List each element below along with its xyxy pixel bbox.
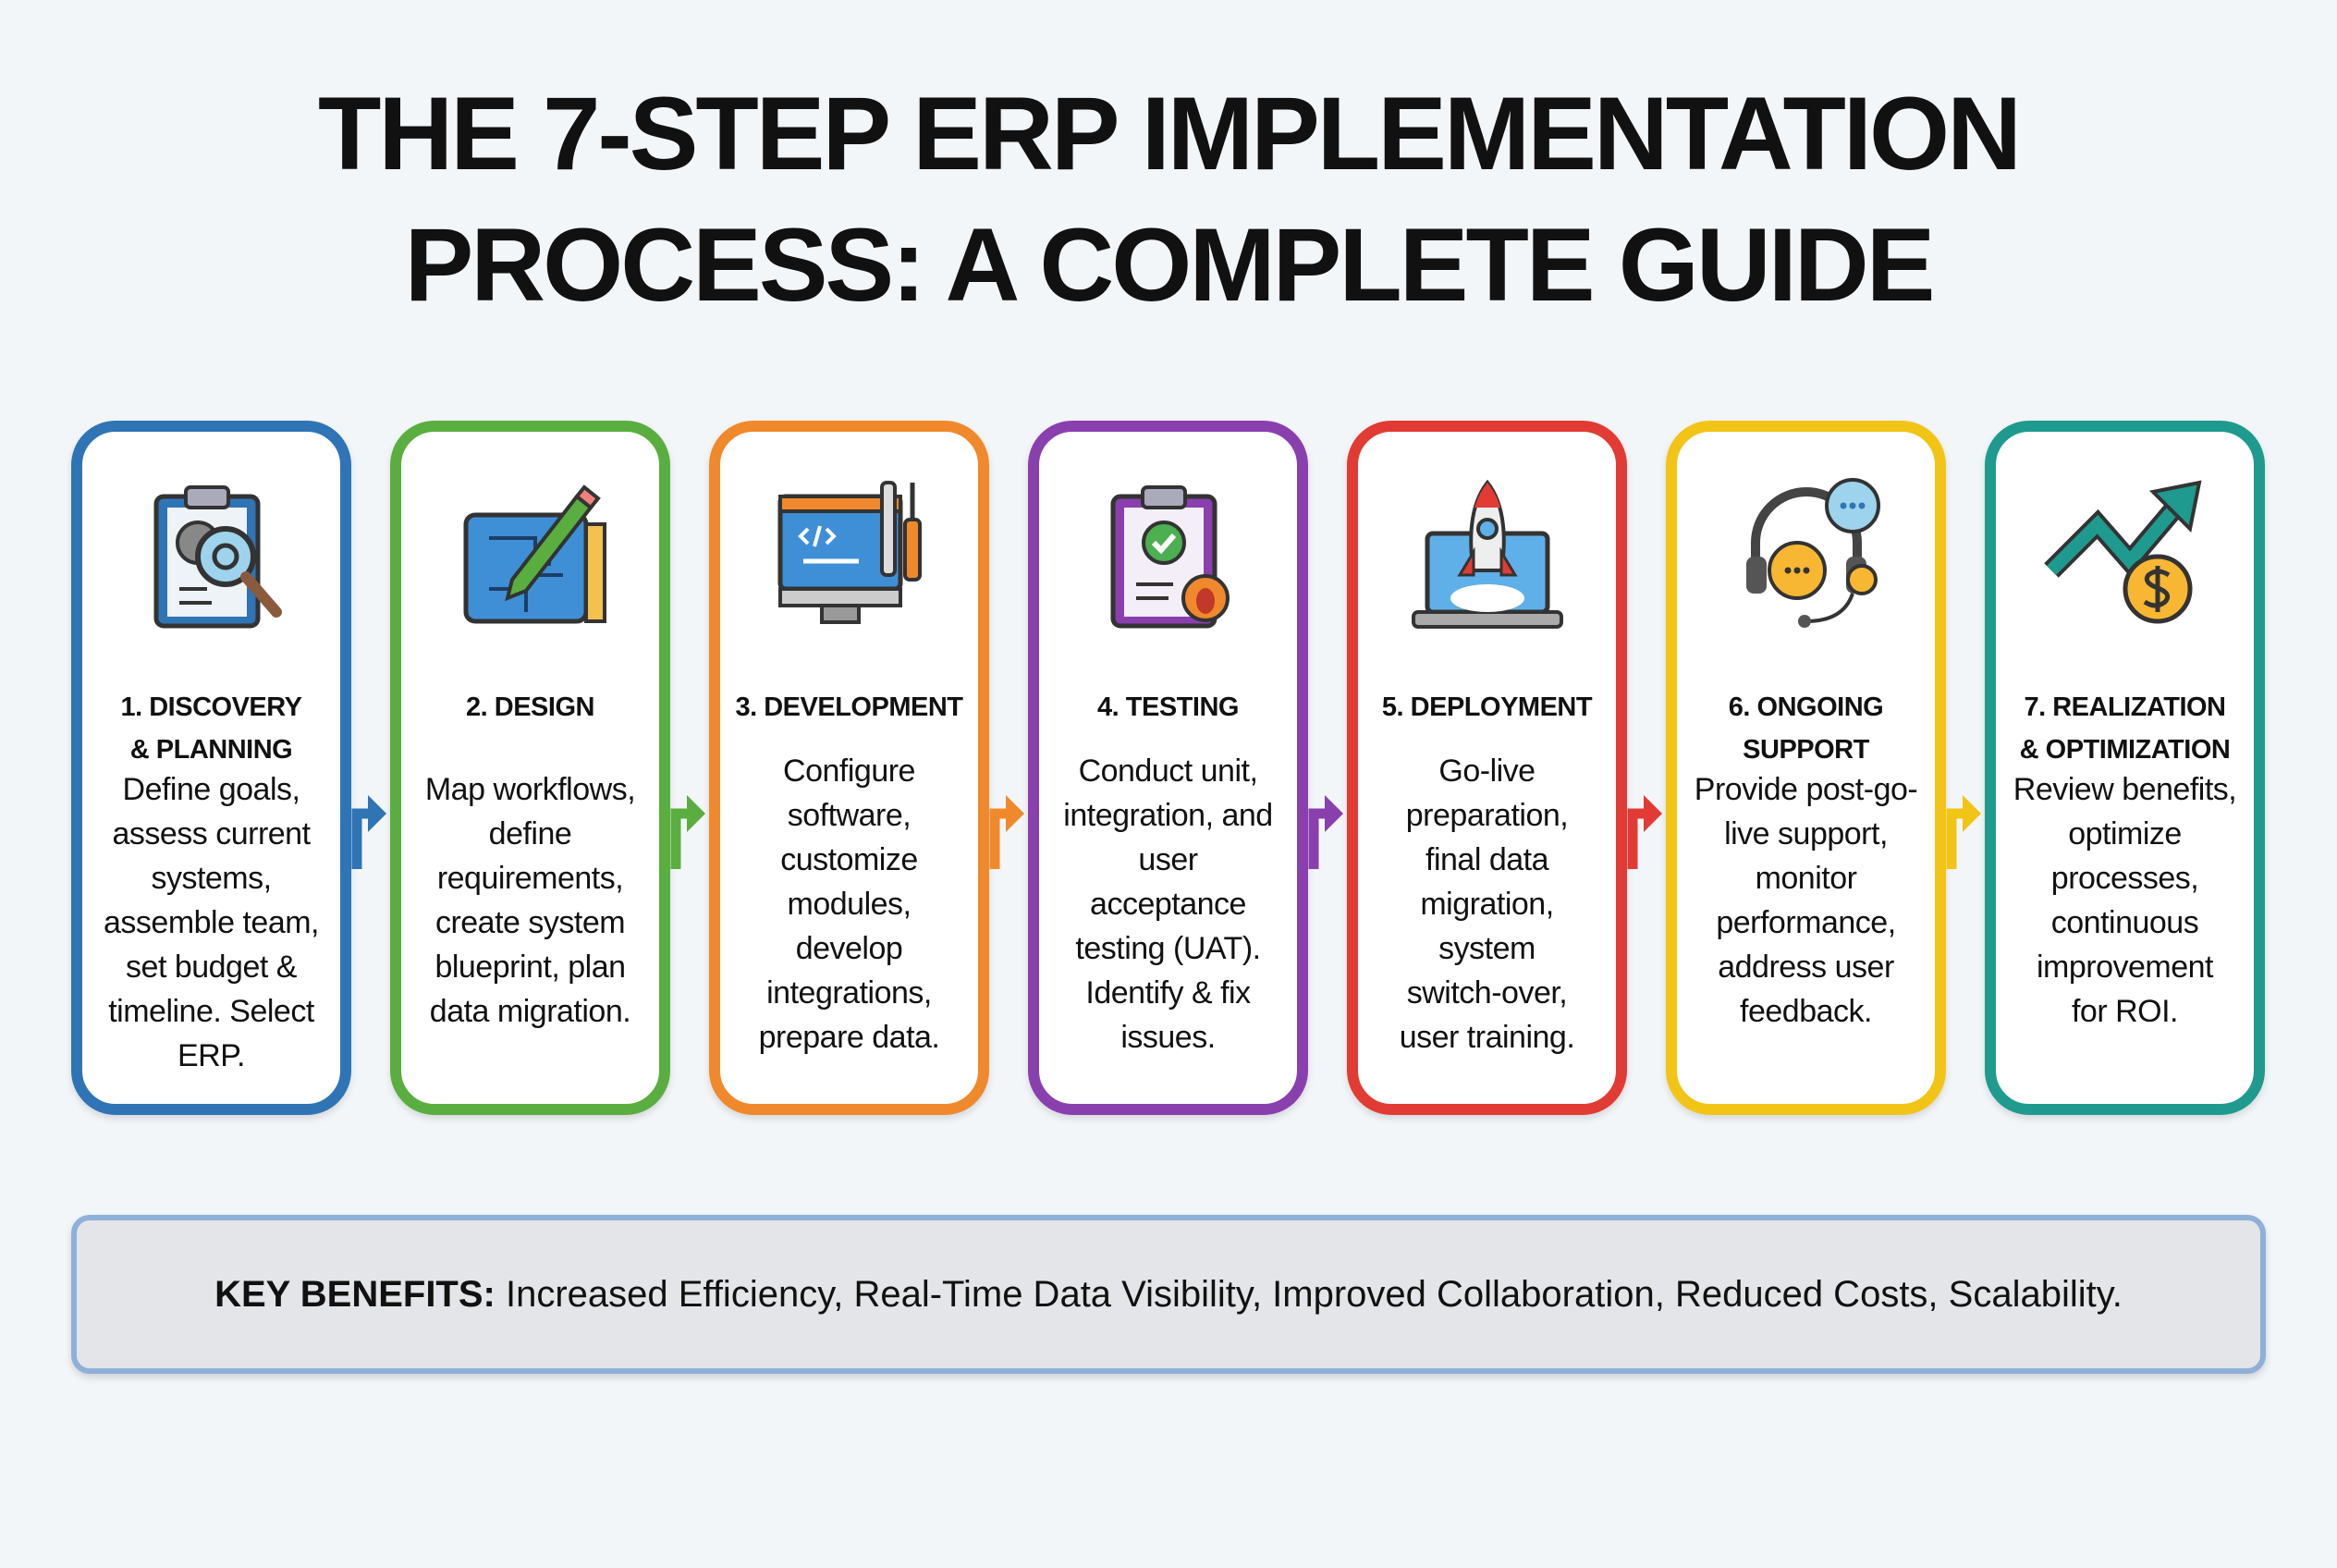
blueprint-pencil-icon	[463, 484, 606, 624]
step-description: Go-live preparation, final data migratio…	[1399, 753, 1575, 1055]
key-benefits-label: KEY BENEFITS:	[214, 1274, 496, 1315]
key-benefits-text: Increased Efficiency, Real-Time Data Vis…	[495, 1274, 2123, 1315]
key-benefits-box: KEY BENEFITS: Increased Efficiency, Real…	[71, 1215, 2266, 1374]
step-heading: 3. DEVELOPMENT	[735, 692, 964, 722]
title-line-2: PROCESS: A COMPLETE GUIDE	[404, 207, 1936, 323]
step-heading: 2. DESIGN	[466, 692, 594, 722]
arrow-right-icon	[1308, 795, 1343, 869]
step-description: Map workflows, define requirements, crea…	[424, 772, 636, 1029]
monitor-code-tools-icon	[777, 481, 922, 624]
clipboard-check-bug-icon	[1110, 485, 1230, 629]
step-card-discovery-planning: 1. DISCOVERY & PLANNING Define goals, as…	[71, 421, 351, 1115]
step-heading: 4. TESTING	[1097, 692, 1239, 722]
step-card-ongoing-support: 6. ONGOING SUPPORT Provide post-go- live…	[1666, 421, 1946, 1115]
rocket-laptop-icon	[1411, 479, 1563, 629]
arrow-right-icon	[989, 795, 1024, 869]
step-heading: 1. DISCOVERY & PLANNING	[120, 692, 302, 765]
growth-arrow-dollar-icon	[2043, 480, 2202, 624]
step-card-deployment: 5. DEPLOYMENT Go-live preparation, final…	[1347, 421, 1627, 1115]
title-line-1: THE 7-STEP ERP IMPLEMENTATION	[317, 76, 2022, 191]
step-description: Conduct unit, integration, and user acce…	[1063, 753, 1273, 1055]
step-description: Provide post-go- live support, monitor p…	[1694, 772, 1918, 1029]
step-heading: 7. REALIZATION & OPTIMIZATION	[2019, 692, 2231, 765]
step-heading: 5. DEPLOYMENT	[1381, 692, 1593, 722]
step-description: Review benefits, optimize processes, con…	[2013, 772, 2237, 1029]
arrow-right-icon	[1946, 795, 1981, 869]
step-card-development: 3. DEVELOPMENT Configure software, custo…	[709, 421, 989, 1115]
step-card-testing: 4. TESTING Conduct unit, integration, an…	[1028, 421, 1308, 1115]
step-description: Define goals, assess current systems, as…	[104, 772, 320, 1073]
arrow-right-icon	[351, 795, 386, 869]
arrow-right-icon	[1627, 795, 1662, 869]
step-card-design: 2. DESIGN Map workflows, define requirem…	[390, 421, 670, 1115]
arrow-right-icon	[670, 795, 705, 869]
step-description: Configure software, customize modules, d…	[758, 753, 940, 1055]
clipboard-gear-magnifier-icon	[153, 485, 282, 629]
step-heading: 6. ONGOING SUPPORT	[1728, 692, 1884, 765]
headset-chat-icon	[1745, 478, 1880, 628]
step-card-realization-optimization: 7. REALIZATION & OPTIMIZATION Review ben…	[1985, 421, 2265, 1115]
